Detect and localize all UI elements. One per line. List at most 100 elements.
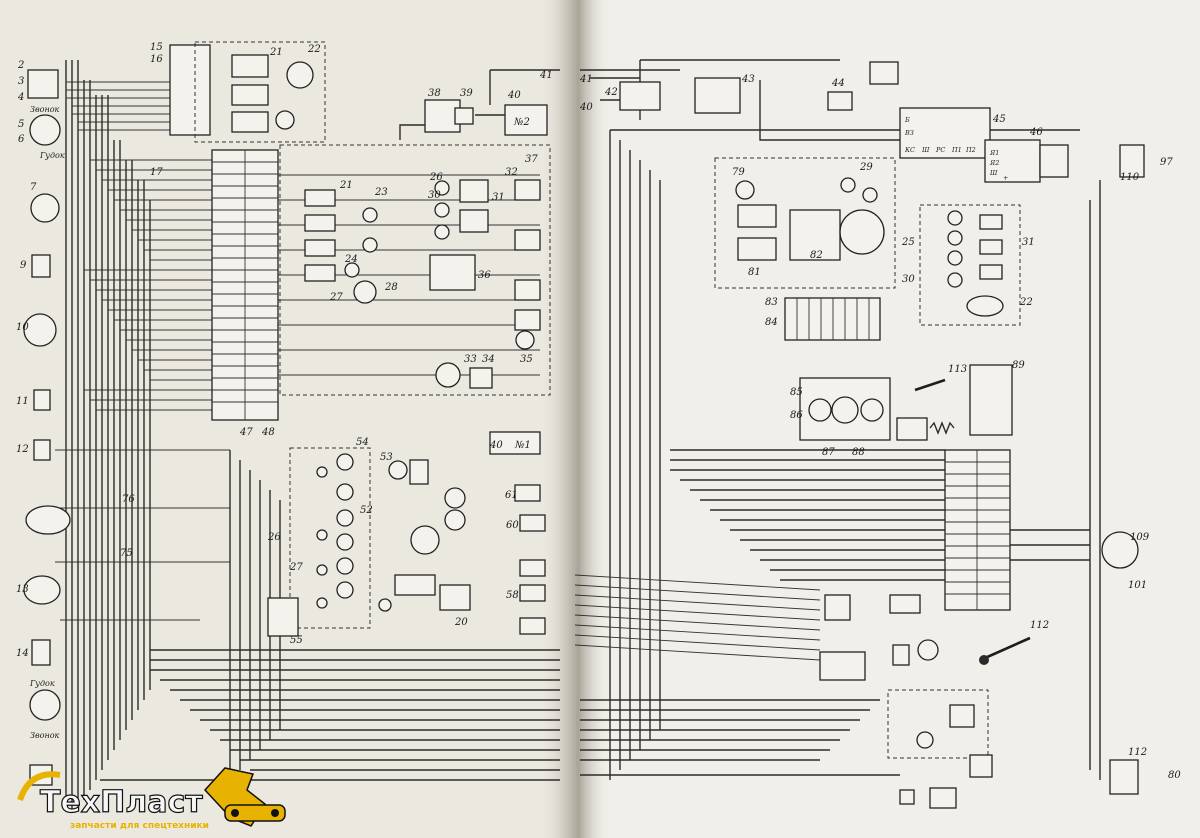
generator-46-shaft bbox=[1039, 144, 1069, 178]
relay-42 bbox=[619, 81, 661, 111]
label-47: 47 bbox=[239, 427, 253, 438]
lamp-78 bbox=[444, 487, 466, 509]
terminal-p1: П1 bbox=[951, 146, 962, 154]
logo-wordmark: ТехПласт bbox=[40, 785, 203, 820]
relay-panel-middle bbox=[279, 144, 551, 396]
relay-90 bbox=[1119, 144, 1145, 178]
label-54: 54 bbox=[356, 437, 369, 448]
label-24: 24 bbox=[344, 254, 358, 265]
label-36: 36 bbox=[478, 270, 491, 281]
label-60: 60 bbox=[506, 520, 519, 531]
component-66 bbox=[929, 787, 957, 809]
label-26-low: 26 bbox=[267, 532, 281, 543]
switch-65 bbox=[519, 617, 546, 635]
terminal-sh2: Ш bbox=[989, 169, 998, 177]
label-5: 5 bbox=[18, 119, 24, 130]
label-zvonok-top: Звонок bbox=[30, 105, 60, 114]
label-13: 13 bbox=[16, 584, 29, 595]
harness-diagonal bbox=[574, 574, 821, 661]
relay-89 bbox=[969, 364, 1013, 436]
label-86: 86 bbox=[790, 410, 803, 421]
label-32: 32 bbox=[505, 167, 518, 178]
label-26: 26 bbox=[429, 172, 443, 183]
label-80-bottom: 80 bbox=[1168, 770, 1181, 781]
lamps-lower-left bbox=[316, 453, 354, 609]
label-n2: №2 bbox=[513, 117, 530, 128]
switch-64 bbox=[889, 594, 921, 614]
relay-81 bbox=[737, 237, 777, 261]
label-21-mid: 21 bbox=[339, 180, 353, 191]
gauge-cluster bbox=[410, 525, 440, 555]
label-88: 88 bbox=[852, 447, 865, 458]
label-16: 16 bbox=[150, 54, 163, 65]
switch-58 bbox=[519, 584, 546, 602]
right-diagram: 42 43 44 45 Б ВЗ КС Ш РС П1 П2 46 Я1 Я2 … bbox=[574, 59, 1181, 809]
motor-91 bbox=[1101, 531, 1139, 569]
label-11: 11 bbox=[16, 396, 29, 407]
terminal-strip-73-74 bbox=[944, 449, 1011, 611]
terminal-ya2: Я2 bbox=[989, 159, 999, 167]
panel-79-82 bbox=[714, 157, 896, 289]
label-17: 17 bbox=[150, 167, 163, 178]
label-87: 87 bbox=[822, 447, 835, 458]
label-12: 12 bbox=[16, 444, 29, 455]
label-10: 10 bbox=[16, 322, 29, 333]
label-gudok-bottom: Гудок bbox=[29, 679, 55, 688]
switch-77 bbox=[896, 417, 928, 441]
label-58: 58 bbox=[506, 590, 519, 601]
gauge-87 bbox=[831, 396, 859, 424]
resistor-76 bbox=[929, 421, 955, 435]
label-27-low: 27 bbox=[289, 562, 303, 573]
label-41-right: 41 bbox=[579, 74, 593, 85]
label-76: 76 bbox=[122, 494, 135, 505]
lamp-panel-54 bbox=[289, 447, 371, 629]
lamp-58-low bbox=[917, 639, 939, 661]
relay-131 bbox=[869, 61, 899, 85]
connector-block-15-16 bbox=[169, 44, 211, 136]
label-40-right: 40 bbox=[579, 102, 593, 113]
label-25-right: 25 bbox=[901, 237, 915, 248]
label-31: 31 bbox=[492, 192, 505, 203]
relay-21-top bbox=[231, 54, 269, 78]
label-4: 4 bbox=[17, 92, 24, 103]
label-42: 42 bbox=[604, 87, 618, 98]
label-23: 23 bbox=[374, 187, 388, 198]
switch-60 bbox=[519, 514, 546, 532]
lamp-22-top bbox=[286, 61, 314, 89]
switch-61 bbox=[514, 484, 541, 502]
label-n1: №1 bbox=[514, 440, 531, 451]
label-81: 81 bbox=[748, 267, 761, 278]
label-29: 29 bbox=[859, 162, 873, 173]
switch-76 bbox=[409, 459, 429, 485]
label-7: 7 bbox=[30, 182, 37, 193]
terminal-ks: КС bbox=[904, 146, 915, 154]
label-40-low: 40 bbox=[489, 440, 503, 451]
lever-knob-71 bbox=[979, 655, 989, 665]
label-97: 109 bbox=[1130, 532, 1150, 543]
label-gudok-top: Гудок bbox=[39, 151, 65, 160]
label-27: 27 bbox=[329, 292, 343, 303]
label-43: 43 bbox=[741, 74, 755, 85]
label-zvonok-bottom: Звонок bbox=[30, 731, 60, 740]
label-46: 46 bbox=[1029, 127, 1043, 138]
relay-78 bbox=[839, 209, 885, 255]
component-38 bbox=[424, 99, 461, 133]
motor-22-low bbox=[444, 509, 466, 531]
lamps-middle bbox=[344, 180, 535, 388]
label-20-low: 20 bbox=[454, 617, 468, 628]
label-34: 34 bbox=[482, 354, 495, 365]
gauge-86 bbox=[808, 398, 832, 422]
component-39 bbox=[454, 107, 474, 125]
terminal-rs: РС bbox=[935, 146, 945, 154]
lamps-right bbox=[947, 210, 1003, 288]
label-38: 38 bbox=[428, 88, 441, 99]
relay-82 bbox=[789, 209, 841, 261]
label-9: 9 bbox=[20, 260, 27, 271]
terminal-p2: П2 bbox=[965, 146, 976, 154]
label-21-top: 21 bbox=[269, 47, 283, 58]
label-14: 14 bbox=[16, 648, 29, 659]
motor-22-right bbox=[966, 295, 1004, 317]
relay-18-top bbox=[231, 111, 269, 133]
label-101: 110 bbox=[1120, 172, 1140, 183]
